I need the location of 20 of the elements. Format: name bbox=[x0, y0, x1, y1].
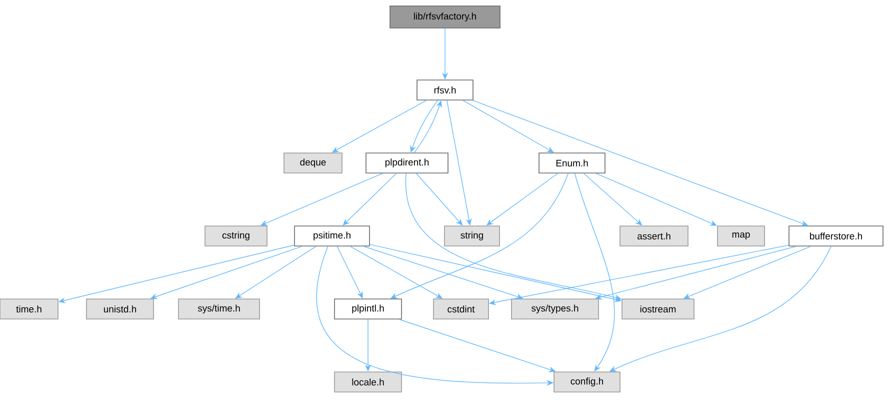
header-box: psitime.h bbox=[294, 226, 370, 246]
system-header-box: sys/time.h bbox=[178, 298, 260, 320]
system-header-box: config.h bbox=[554, 372, 620, 392]
system-header-box: map bbox=[717, 226, 765, 246]
system-header-box: time.h bbox=[0, 298, 58, 320]
header-box: plpdirent.h bbox=[366, 152, 448, 174]
header-box: rfsv.h bbox=[416, 80, 474, 100]
header-box: bufferstore.h bbox=[788, 226, 884, 246]
system-header-box: assert.h bbox=[620, 226, 688, 246]
system-header-box: unistd.h bbox=[86, 298, 154, 320]
system-header-box: locale.h bbox=[334, 372, 402, 392]
system-header-box: deque bbox=[284, 152, 342, 174]
header-box: Enum.h bbox=[538, 152, 606, 174]
system-header-box: cstring bbox=[204, 226, 268, 246]
system-header-box: string bbox=[444, 226, 500, 246]
system-header-box: cstdint bbox=[433, 298, 489, 320]
top-file-box: lib/rfsvfactory.h bbox=[390, 6, 500, 28]
system-header-box: sys/types.h bbox=[511, 298, 599, 320]
header-box: plpintl.h bbox=[334, 298, 402, 320]
system-header-box: iostream bbox=[622, 298, 694, 320]
